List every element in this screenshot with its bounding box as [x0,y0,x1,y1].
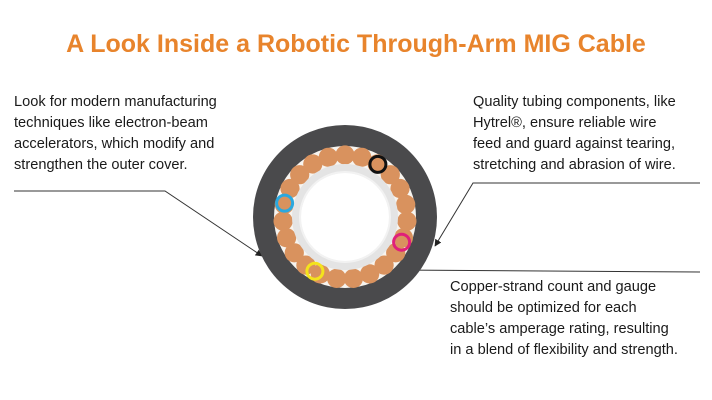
copper-strand [352,147,372,167]
yellow-wire-ring [305,261,325,281]
colored-wire-rings [275,154,412,281]
blue-wire-ring [275,193,295,213]
callout-outer-cover-line: techniques like electron-beam [14,115,208,131]
callout-outer-cover-line: accelerators, which modify and [14,136,215,152]
callout-outer-cover-line: Look for modern manufacturing [14,94,217,110]
callout-copper-strands-line: cable’s amperage rating, resulting [450,321,669,337]
copper-strand [390,178,410,199]
black-wire-ring [368,154,388,174]
callout-copper-strands-line: should be optimized for each [450,300,637,316]
copper-strand [303,154,323,174]
callout-tubing-line: feed and guard against tearing, [473,136,676,152]
inner-tubing-edge [299,171,391,263]
copper-strand [280,178,300,199]
callout-copper-strands-line: in a blend of flexibility and strength. [450,342,678,358]
copper-strand [296,255,316,275]
copper-strand [273,211,293,231]
callout-copper-strands: Copper-strand count and gauge should be … [450,277,678,361]
copper-strand [277,228,297,248]
copper-strand [343,268,363,288]
callout-tubing-line: Quality tubing components, like [473,94,676,110]
copper-strand [335,145,355,165]
callout-tubing-line: Hytrel®, ensure reliable wire [473,115,657,131]
copper-strand [397,211,417,231]
copper-strand [290,165,310,185]
copper-strand [396,194,416,214]
callout-tubing: Quality tubing components, like Hytrel®,… [473,92,676,176]
leader-line-copper-strands [394,266,701,274]
callout-outer-cover: Look for modern manufacturing techniques… [14,92,217,176]
copper-strand [284,243,304,263]
copper-strand [360,264,380,284]
callout-copper-strands-line: Copper-strand count and gauge [450,279,657,295]
copper-strand [374,255,394,275]
copper-strand [327,268,347,288]
callout-tubing-line: stretching and abrasion of wire. [473,157,676,173]
copper-strand [318,147,338,167]
copper-strand [386,243,406,263]
leader-line-outer-cover [14,190,263,257]
magenta-wire-ring [392,232,412,252]
cable-core [301,173,389,261]
callout-outer-cover-line: strengthen the outer cover. [14,157,188,173]
leader-line-tubing [434,182,700,247]
diagram-title: A Look Inside a Robotic Through-Arm MIG … [66,30,646,58]
